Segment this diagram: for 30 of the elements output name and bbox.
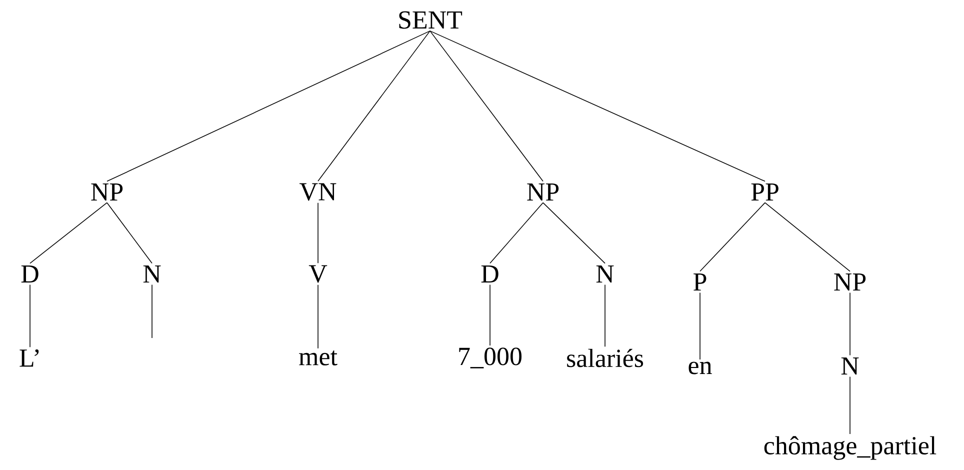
tree-label: NP [834,273,866,290]
tree-branch [604,284,606,348]
tree-label: V [308,265,328,283]
tree-label: SENT [399,11,462,29]
tree-label: met [299,350,338,366]
tree-branch [430,30,544,182]
tree-label: D [481,265,498,283]
tree-branch [764,202,850,272]
tree-branch [490,202,544,264]
tree-label: VN [300,183,336,201]
tree-branch [700,202,766,272]
tree-branch [106,202,152,264]
tree-label: PP [751,183,778,200]
tree-label: salariés [567,348,644,368]
tree-label: NP [91,183,123,200]
tree-label: P [694,273,706,290]
tree-branch [542,202,606,264]
tree-label: chômage_partiel [764,436,936,460]
tree-branch [30,202,108,264]
tree-label: 7_000 [459,348,522,368]
tree-label: N [841,357,859,374]
tree-branch [106,30,430,182]
tree-branch [318,30,430,182]
tree-label: N [596,265,614,282]
tree-label: N [143,265,161,282]
tree-label: D [21,265,38,283]
tree-label: L’ [20,349,39,367]
tree-branch [430,30,766,182]
tree-label: NP [527,183,559,200]
tree-label: en [688,362,712,374]
